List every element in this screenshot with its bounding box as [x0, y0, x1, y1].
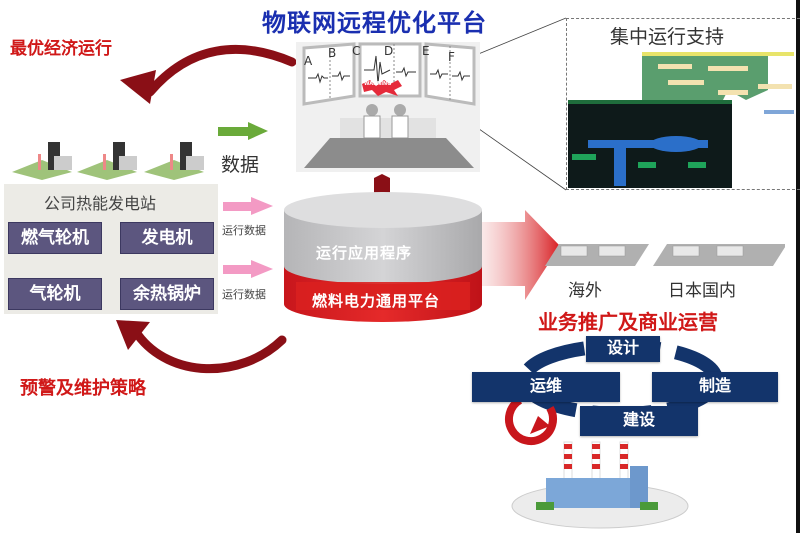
run-data-arrow-1-shaft [223, 202, 253, 211]
central-support-panel [566, 18, 800, 190]
waveform-c [364, 55, 391, 85]
operator-1-body [363, 115, 381, 139]
run-data-label-2: 运行数据 [222, 288, 266, 301]
red-cycle-arrowhead [530, 416, 550, 434]
support-screenshots [568, 52, 794, 188]
page-title: 物联网远程优化平台 [262, 9, 487, 37]
platform-top-layer-label: 运行应用程序 [316, 244, 413, 262]
cycle-step-manufacture: 制造 [652, 372, 778, 402]
waveform-a [308, 72, 328, 84]
waveform-f [452, 70, 470, 82]
cycle-step-operation-maintenance: 运维 [472, 372, 620, 402]
monitoring-room-illustration [302, 42, 476, 168]
warning-maintenance-arrow [133, 330, 287, 374]
equipment-generator: 发电机 [120, 222, 214, 254]
screen-left [302, 42, 356, 106]
operator-1-head [366, 104, 378, 116]
plant-icon-2 [77, 142, 137, 180]
screen-label-f: F [448, 50, 455, 64]
warning-maintenance-arrowhead [116, 320, 150, 350]
cylinder-top [284, 192, 482, 228]
red-cycle-arrow [504, 396, 557, 446]
platform-bottom-layer-label: 燃料电力通用平台 [312, 292, 441, 310]
plant-icons-row [12, 142, 204, 180]
data-arrow-shaft [218, 127, 250, 136]
waveform-d [396, 66, 416, 78]
warning-text: WARNING [364, 81, 392, 87]
regions-plants [545, 244, 785, 266]
warning-burst-icon [362, 80, 402, 96]
region-overseas: 海外 [568, 281, 602, 301]
cycle-step-design: 设计 [586, 336, 660, 362]
central-support-title: 集中运行支持 [610, 26, 725, 48]
operator-2-body [391, 115, 409, 139]
cylinder-grey-layer [284, 210, 482, 284]
optimal-operation-arrowhead [120, 70, 156, 104]
desk [340, 118, 436, 140]
equipment-hrsg: 余热锅炉 [120, 278, 214, 310]
waveform-b [332, 70, 350, 82]
data-label: 数据 [221, 154, 260, 176]
equipment-gas-turbine: 燃气轮机 [8, 222, 102, 254]
optimal-operation-arrow [145, 44, 297, 97]
platform-cylinder [284, 174, 482, 322]
screen-label-d: D [384, 44, 394, 58]
run-data-label-1: 运行数据 [222, 224, 266, 237]
run-data-arrowhead-1 [251, 197, 273, 215]
room-floor [304, 138, 474, 168]
waveform-e [430, 68, 448, 80]
thermal-plant-title: 公司热能发电站 [44, 194, 157, 213]
screen-label-a: A [304, 54, 313, 68]
factory-building [546, 478, 644, 508]
operator-2-head [394, 104, 406, 116]
plant-icon-1 [12, 142, 72, 180]
run-data-arrowhead-2 [251, 260, 273, 278]
run-data-arrow-2-shaft [223, 265, 253, 274]
equipment-steam-turbine: 气轮机 [8, 278, 102, 310]
bottom-layer-label-bg [296, 282, 470, 310]
region-domestic: 日本国内 [668, 281, 736, 301]
image-border [796, 0, 800, 533]
cycle-step-construction: 建设 [580, 406, 698, 436]
screen-label-b: B [328, 46, 337, 60]
overseas-platform [545, 244, 649, 266]
map-screen-header [642, 52, 794, 56]
plant-icon-3 [144, 142, 204, 180]
screen-label-c: C [352, 44, 361, 58]
business-title: 业务推广及商业运营 [538, 310, 718, 334]
data-arrowhead [248, 122, 268, 140]
warning-maintenance-label: 预警及维护策略 [20, 378, 146, 399]
screen-label-e: E [422, 44, 430, 58]
optimal-operation-label: 最优经济运行 [10, 39, 112, 59]
deployment-flow-arrow [482, 210, 560, 300]
